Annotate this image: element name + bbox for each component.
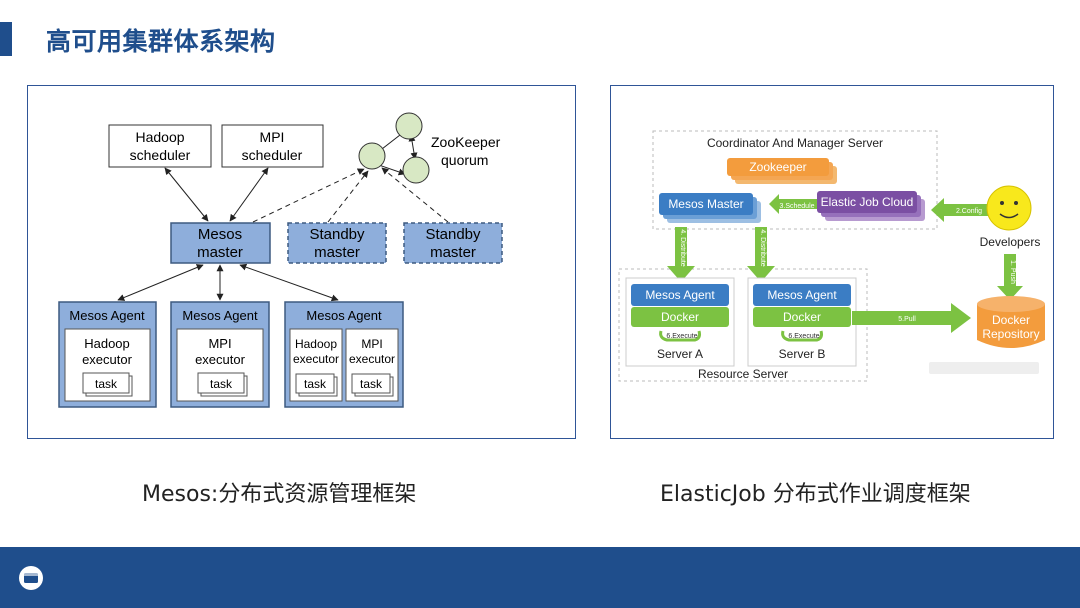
mesos-diagram: Hadoop scheduler MPI scheduler ZooKeeper… bbox=[27, 85, 576, 439]
arrow-master-zk bbox=[252, 168, 365, 223]
zk-node-3 bbox=[402, 156, 430, 184]
config-arrow: 2.Config bbox=[931, 198, 991, 222]
arrow-master-agent3 bbox=[239, 263, 339, 302]
agent-2-task: task bbox=[210, 377, 233, 391]
mesos-caption: Mesos:分布式资源管理框架 bbox=[142, 482, 417, 507]
arrow-hadoop-master bbox=[164, 167, 209, 222]
agent-3-mpi-line2: executor bbox=[349, 352, 395, 366]
mpi-scheduler-node: MPI scheduler bbox=[221, 124, 324, 168]
page-title: 高可用集群体系架构 bbox=[46, 27, 276, 56]
agent-3-task-2: task bbox=[360, 377, 383, 391]
server-a-agent-label: Mesos Agent bbox=[645, 288, 715, 302]
elastic-job-cloud-node: Elastic Job Cloud bbox=[817, 191, 925, 221]
server-b: Mesos Agent Docker 6.Execute Server B bbox=[747, 277, 857, 367]
agent-1-executor-line1: Hadoop bbox=[84, 336, 130, 351]
server-a-docker-label: Docker bbox=[661, 310, 699, 324]
hadoop-scheduler-line2: scheduler bbox=[130, 147, 191, 163]
logo-icon bbox=[19, 566, 43, 590]
standby-master-1-line2: master bbox=[314, 244, 360, 261]
push-label: 1. Push bbox=[1009, 260, 1016, 284]
zookeeper-node: Zookeeper bbox=[727, 158, 837, 184]
zookeeper-label-line2: quorum bbox=[441, 152, 488, 168]
agent-1-executor-line2: executor bbox=[82, 352, 133, 367]
server-b-agent-label: Mesos Agent bbox=[767, 288, 837, 302]
zookeeper-label: Zookeeper bbox=[749, 160, 806, 174]
server-b-docker-label: Docker bbox=[783, 310, 821, 324]
standby-master-2-line2: master bbox=[430, 244, 476, 261]
hadoop-scheduler-line1: Hadoop bbox=[135, 129, 184, 145]
server-a: Mesos Agent Docker 6.Execute Server A bbox=[625, 277, 735, 367]
pull-label: 5.Pull bbox=[898, 316, 916, 323]
mpi-scheduler-line2: scheduler bbox=[242, 147, 303, 163]
agent-3-mpi-line1: MPI bbox=[361, 337, 382, 351]
docker-repository-line1: Docker bbox=[992, 313, 1030, 327]
elastic-job-cloud-label: Elastic Job Cloud bbox=[821, 195, 914, 209]
footer-bar bbox=[0, 547, 1080, 608]
standby-master-node-2: Standby master bbox=[403, 222, 503, 264]
developers-label: Developers bbox=[980, 235, 1041, 249]
resource-server-label: Resource Server bbox=[698, 367, 788, 381]
mesos-master-node: Mesos Master bbox=[659, 193, 761, 223]
standby-master-node-1: Standby master bbox=[287, 222, 387, 264]
standby-master-1-line1: Standby bbox=[309, 226, 365, 243]
server-b-execute-label: 6.Execute bbox=[788, 333, 819, 340]
distribute-label-a: 4. Distribute bbox=[679, 229, 686, 266]
config-label: 2.Config bbox=[956, 208, 982, 215]
agent-1-task: task bbox=[95, 377, 118, 391]
watermark-blur bbox=[929, 362, 1039, 374]
zookeeper-quorum: ZooKeeper quorum bbox=[358, 112, 501, 184]
agent-2-label: Mesos Agent bbox=[182, 308, 258, 323]
agent-3-label: Mesos Agent bbox=[306, 308, 382, 323]
server-a-execute-label: 6.Execute bbox=[666, 333, 697, 340]
distribute-arrow-a: 4. Distribute bbox=[667, 227, 695, 282]
hadoop-scheduler-node: Hadoop scheduler bbox=[108, 124, 212, 168]
title-accent-bar bbox=[0, 22, 12, 56]
docker-repository-node: Docker Repository bbox=[977, 296, 1045, 348]
zk-node-2 bbox=[395, 112, 423, 140]
agent-3-hadoop-line1: Hadoop bbox=[295, 337, 337, 351]
mesos-agent-3: Mesos Agent Hadoop executor task MPI exe… bbox=[284, 301, 404, 408]
standby-master-2-line1: Standby bbox=[425, 226, 481, 243]
elasticjob-caption: ElasticJob 分布式作业调度框架 bbox=[660, 482, 971, 507]
docker-repository-line2: Repository bbox=[982, 327, 1039, 341]
mesos-agent-2: Mesos Agent MPI executor task bbox=[170, 301, 270, 408]
schedule-arrow: 3.Schedule bbox=[769, 194, 817, 214]
pull-arrow: 5.Pull bbox=[852, 303, 971, 333]
distribute-arrow-b: 4. Distribute bbox=[747, 227, 775, 282]
elasticjob-diagram: Coordinator And Manager Server Zookeeper… bbox=[610, 85, 1054, 439]
arrow-master-agent1 bbox=[117, 264, 204, 301]
server-a-label: Server A bbox=[657, 347, 703, 361]
agent-2-executor-line2: executor bbox=[195, 352, 246, 367]
agent-1-label: Mesos Agent bbox=[69, 308, 145, 323]
coordinator-title: Coordinator And Manager Server bbox=[707, 136, 883, 150]
zookeeper-label-line1: ZooKeeper bbox=[431, 134, 501, 150]
developers-smiley-icon bbox=[986, 185, 1032, 231]
mesos-master-label: Mesos Master bbox=[668, 197, 743, 211]
mesos-master-node: Mesos master bbox=[170, 222, 271, 264]
arrow-standby1-zk bbox=[327, 170, 369, 223]
mesos-master-line2: master bbox=[197, 244, 243, 261]
schedule-label: 3.Schedule bbox=[779, 203, 814, 210]
agent-3-task-1: task bbox=[304, 377, 327, 391]
mpi-scheduler-line1: MPI bbox=[260, 129, 285, 145]
zk-node-1 bbox=[358, 142, 386, 170]
mesos-master-line1: Mesos bbox=[198, 226, 242, 243]
agent-2-executor-line1: MPI bbox=[208, 336, 231, 351]
mesos-agent-1: Mesos Agent Hadoop executor task bbox=[58, 301, 157, 408]
agent-3-hadoop-line2: executor bbox=[293, 352, 339, 366]
arrow-mpi-master bbox=[229, 167, 269, 222]
server-b-label: Server B bbox=[779, 347, 826, 361]
coordinator-area bbox=[652, 130, 938, 230]
distribute-label-b: 4. Distribute bbox=[759, 229, 766, 266]
push-arrow: 1. Push bbox=[997, 254, 1023, 300]
